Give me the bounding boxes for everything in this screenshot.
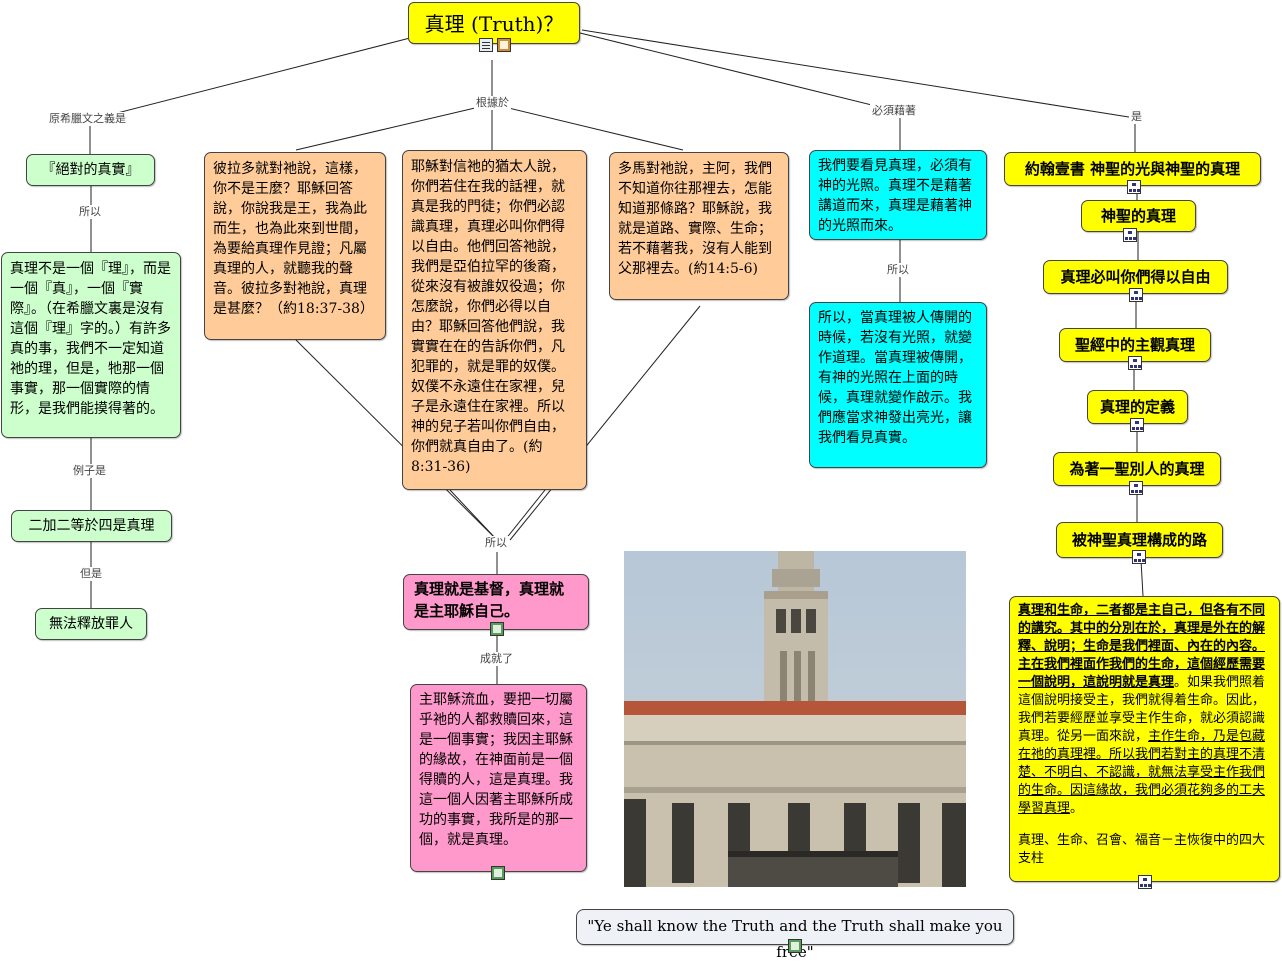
- node-cannot-free[interactable]: 無法釋放罪人: [35, 608, 147, 640]
- label-but: 但是: [78, 567, 104, 581]
- node-math-example[interactable]: 二加二等於四是真理: [11, 510, 172, 542]
- label-is: 是: [1129, 110, 1144, 124]
- node-john8-verse-text: 耶穌對信祂的猶太人說，你們若住在我的話裡，就真是我的門徒；你們必認識真理，真理必…: [411, 159, 565, 475]
- label-must: 必須藉著: [870, 104, 918, 118]
- node-john8-verse[interactable]: 耶穌對信祂的猶太人說，你們若住在我的話裡，就真是我的門徒；你們必認識真理，真理必…: [402, 150, 587, 490]
- node-light-so-text: 所以，當真理被人傳開的時候，若沒有光照，就變作道理。當真理被傳開，有神的光照在上…: [818, 310, 972, 446]
- tower-photo: [624, 551, 966, 887]
- node-thomas-verse-text: 多馬對祂說，主阿，我們不知道你往那裡去，怎能知道那條路？耶穌說，我就是道路、實際…: [618, 161, 772, 277]
- label-so-left: 所以: [77, 205, 103, 219]
- root-title[interactable]: 真理 (Truth)？: [408, 2, 580, 44]
- node-absolute-reality[interactable]: 『絕對的真實』: [26, 154, 155, 186]
- node-truth-explanation[interactable]: 真理不是一個『理』，而是一個『真』，一個『實際』。（在希臘文裏是沒有這個『理』字…: [1, 252, 181, 438]
- tree-icon[interactable]: [1123, 228, 1137, 242]
- node-cannot-free-text: 無法釋放罪人: [49, 616, 133, 632]
- right-item-6-text: 為著一聖別人的真理: [1069, 460, 1205, 478]
- tree-icon[interactable]: [1128, 356, 1142, 370]
- right-item-2[interactable]: 神聖的真理: [1081, 200, 1196, 232]
- node-light-so[interactable]: 所以，當真理被人傳開的時候，若沒有光照，就變作道理。當真理被傳開，有神的光照在上…: [809, 302, 987, 468]
- node-absolute-reality-text: 『絕對的真實』: [41, 162, 140, 178]
- label-achieved: 成就了: [478, 652, 515, 666]
- tree-icon[interactable]: [1129, 481, 1143, 495]
- node-need-light[interactable]: 我們要看見真理，必須有神的光照。真理不是藉著講道而來，真理是藉著神的光照而來。: [809, 150, 987, 240]
- node-christ-is-truth-text: 真理就是基督，真理就是主耶穌自己。: [414, 580, 565, 620]
- tower-photo-illustration: [624, 551, 966, 887]
- node-truth-and-life[interactable]: 真理和生命，二者都是主自己，但各有不同的講究。其中的分別在於，真理是外在的解釋、…: [1009, 596, 1280, 882]
- right-item-5-text: 真理的定義: [1099, 398, 1175, 416]
- node-truth-and-life-underline2: 主作生命，乃是包藏在祂的真理裡。所以我們若對主的真理不清楚、不明白、不認識，就無…: [1018, 729, 1266, 816]
- node-pilate-verse-text: 彼拉多就對祂說，這樣，你不是王麼？耶穌回答說，你說我是王，我為此而生，也為此來到…: [213, 161, 374, 317]
- node-truth-and-life-bold: 真理和生命，二者都是主自己，但各有不同的講究。其中的分別在於，真理是外在的解釋、…: [1018, 603, 1266, 690]
- node-truth-and-life-rest2: 。: [1070, 801, 1084, 816]
- film-icon[interactable]: [490, 622, 504, 636]
- tree-icon[interactable]: [1127, 180, 1141, 194]
- book-icon[interactable]: [497, 38, 511, 52]
- label-greek: 原希臘文之義是: [47, 112, 128, 126]
- right-item-4-text: 聖經中的主觀真理: [1074, 336, 1195, 354]
- tree-icon[interactable]: [1129, 288, 1143, 302]
- node-truth-and-life-footer: 真理、生命、召會、福音－主恢復中的四大支柱: [1018, 833, 1266, 866]
- film-icon[interactable]: [788, 939, 802, 953]
- tree-icon[interactable]: [1132, 550, 1146, 564]
- node-redemption[interactable]: 主耶穌流血，要把一切屬乎祂的人都救贖回來，這是一個事實；我因主耶穌的緣故，在神面…: [410, 684, 587, 872]
- note-icon[interactable]: [479, 38, 493, 52]
- film-icon[interactable]: [491, 866, 505, 880]
- tree-icon[interactable]: [1138, 875, 1152, 889]
- tree-icon[interactable]: [1130, 418, 1144, 432]
- node-thomas-verse[interactable]: 多馬對祂說，主阿，我們不知道你往那裡去，怎能知道那條路？耶穌說，我就是道路、實際…: [609, 152, 789, 300]
- node-christ-is-truth[interactable]: 真理就是基督，真理就是主耶穌自己。: [403, 574, 589, 630]
- node-math-example-text: 二加二等於四是真理: [28, 518, 155, 534]
- right-item-6[interactable]: 為著一聖別人的真理: [1053, 452, 1221, 486]
- right-item-3[interactable]: 真理必叫你們得以自由: [1043, 260, 1228, 294]
- label-so-center: 所以: [483, 536, 509, 550]
- label-according: 根據於: [474, 96, 511, 110]
- node-redemption-text: 主耶穌流血，要把一切屬乎祂的人都救贖回來，這是一個事實；我因主耶穌的緣故，在神面…: [419, 692, 573, 848]
- node-need-light-text: 我們要看見真理，必須有神的光照。真理不是藉著講道而來，真理是藉著神的光照而來。: [818, 158, 972, 234]
- right-item-3-text: 真理必叫你們得以自由: [1060, 268, 1211, 286]
- node-truth-explanation-text: 真理不是一個『理』，而是一個『真』，一個『實際』。（在希臘文裏是沒有這個『理』字…: [10, 261, 171, 417]
- node-pilate-verse[interactable]: 彼拉多就對祂說，這樣，你不是王麼？耶穌回答說，你說我是王，我為此而生，也為此來到…: [204, 152, 386, 340]
- right-item-7-text: 被神聖真理構成的路: [1071, 531, 1207, 549]
- label-so-light: 所以: [885, 263, 911, 277]
- label-example: 例子是: [71, 464, 108, 478]
- right-item-2-text: 神聖的真理: [1100, 207, 1176, 225]
- root-title-text: 真理 (Truth)？: [424, 12, 564, 36]
- node-truth-and-life-rest1: 。如果我們照着這個說明接受主，我們就得着生命。因此，我們若要經歷並享受主作生命，…: [1018, 675, 1266, 744]
- right-item-1-text: 約翰壹書 神聖的光與神聖的真理: [1024, 160, 1241, 178]
